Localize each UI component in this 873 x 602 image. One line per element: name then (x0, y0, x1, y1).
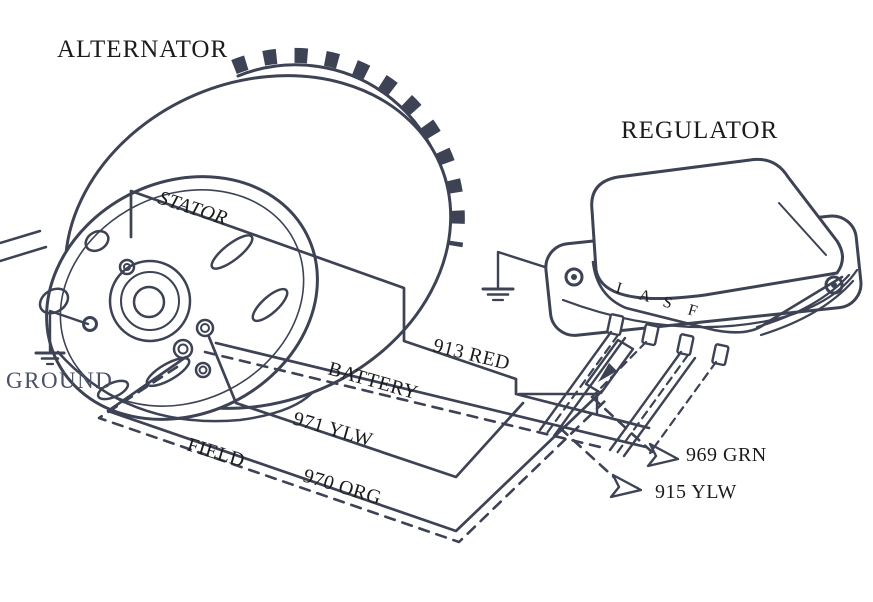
ground-label: GROUND (6, 368, 113, 393)
regulator-title: REGULATOR (621, 117, 778, 144)
regulator-terminal-i: I (614, 280, 624, 298)
stator-wire-913-red (129, 189, 651, 430)
regulator-drawing (538, 157, 863, 458)
wire-label-969-grn: 969 GRN (686, 444, 767, 466)
regulator-prong-f (711, 343, 730, 367)
alternator-title: ALTERNATOR (57, 36, 228, 63)
alternator-hole-left (38, 287, 70, 315)
regulator-prong-s (676, 333, 695, 357)
inline-connector-shell (584, 338, 635, 395)
alternator-hole-upper-left (84, 229, 110, 253)
wire-915-ylw-stub (558, 426, 620, 483)
regulator-ear-right (824, 275, 844, 295)
alternator-hub-mid (120, 271, 180, 331)
alternator-shaft (132, 285, 166, 319)
regulator-stack-edge-1 (755, 273, 851, 329)
arrowhead-969-grn (646, 442, 680, 468)
regulator-cover (590, 157, 844, 301)
regulator-ear-left-bolt (571, 274, 577, 280)
alternator-ground-symbol (34, 309, 90, 366)
alternator-vent-slot-1 (210, 234, 254, 270)
arrowhead-915-ylw (609, 473, 643, 499)
wire-label-971-ylw: 971 YLW (291, 408, 376, 452)
regulator-cover-crease (778, 202, 827, 256)
connector-direction-arrow (598, 363, 617, 382)
alternator-drawing (0, 47, 465, 423)
regulator-prong-i (606, 313, 625, 337)
alternator-face-rim (59, 189, 305, 407)
alternator-vent-slot-2 (251, 287, 289, 323)
alternator-vent-slot-4 (96, 379, 130, 401)
wire-label-915-ylw: 915 YLW (655, 481, 737, 503)
regulator-cover-skirt (591, 260, 844, 334)
field-label: FIELD (185, 434, 248, 472)
regulator-terminal-a: A (637, 287, 653, 307)
wire-label-913-red: 913 RED (431, 335, 512, 375)
battery-label: BATTERY (326, 358, 421, 405)
regulator-prong-a (641, 323, 660, 347)
alternator-left-stub-1 (0, 229, 42, 245)
alternator-mount-arc (56, 350, 314, 423)
wiring (97, 189, 680, 544)
wire-969-grn-stub (590, 395, 654, 454)
battery-wire-dashed (203, 350, 602, 449)
regulator-ear-left (564, 267, 584, 287)
regulator-stack-edge-2 (759, 279, 855, 337)
field-wire-solid (106, 355, 604, 533)
alternator-ground-bolt (82, 316, 98, 332)
field-wire-dashed-970-org (97, 365, 608, 544)
alternator-left-stub-2 (0, 245, 48, 263)
wire-971-ylw (207, 335, 525, 479)
alternator-hub-outer (108, 259, 192, 343)
